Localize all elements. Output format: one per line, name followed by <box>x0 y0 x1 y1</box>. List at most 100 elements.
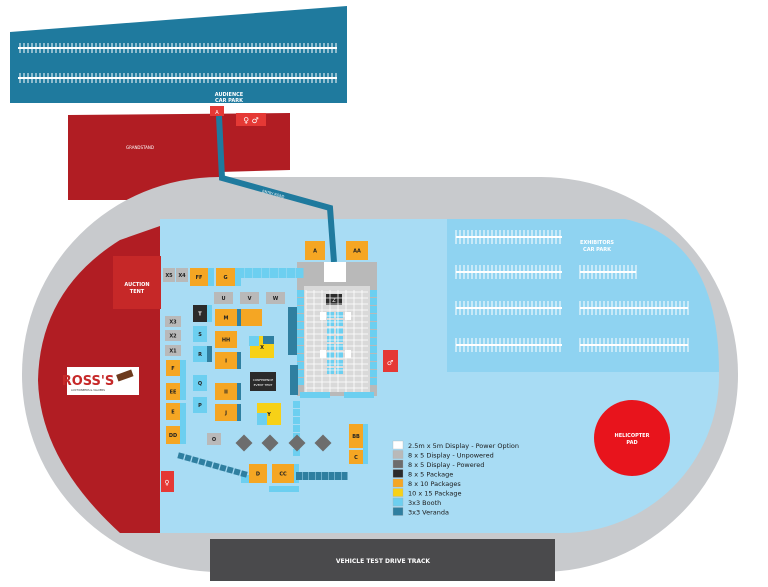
conference-tent-label-2: EVENT TENT <box>254 383 273 387</box>
zone-f-label: F <box>171 366 174 372</box>
grandstand-label: GRANDSTAND <box>126 145 154 150</box>
zone-q <box>193 375 207 391</box>
zone-e-label: E <box>171 410 175 416</box>
legend-label: 3x3 Veranda <box>408 509 449 517</box>
booth <box>295 268 304 278</box>
zone-u <box>214 292 233 304</box>
booth <box>300 392 330 398</box>
powered-display <box>235 434 253 452</box>
booth <box>336 344 343 350</box>
auction-tent-label-2: TENT <box>130 289 145 295</box>
display-site <box>320 312 326 320</box>
zone-ii-label: II <box>224 390 228 396</box>
booth <box>297 370 304 377</box>
booth <box>370 322 377 329</box>
legend-swatch <box>392 478 404 488</box>
zone-s <box>193 326 207 342</box>
zone-j-label: J <box>224 411 227 417</box>
zone-y-label: Y <box>266 412 271 418</box>
booth <box>297 330 304 337</box>
legend-swatch <box>392 488 404 497</box>
logo-main-text: ROSS'S <box>62 374 115 389</box>
veranda <box>290 365 298 395</box>
gavel-icon <box>116 369 134 382</box>
zone-gg <box>240 309 262 326</box>
booth <box>327 336 334 342</box>
veranda <box>184 454 192 462</box>
veranda <box>296 472 302 480</box>
zone-g-label: G <box>223 275 227 281</box>
zone-x1 <box>165 345 181 356</box>
zone-aa <box>346 241 368 260</box>
toilet-icon: ♂ <box>387 359 393 367</box>
zone-hh <box>215 331 237 348</box>
display-site <box>345 312 351 320</box>
powered-display <box>314 434 332 452</box>
veranda <box>302 472 309 480</box>
booth <box>370 362 377 369</box>
zone-o <box>207 433 221 445</box>
zone-a <box>305 241 325 260</box>
veranda <box>198 458 206 466</box>
legend-label: 8 x 5 Package <box>408 471 453 479</box>
zone-m <box>215 309 237 326</box>
veranda <box>219 464 227 472</box>
veranda <box>226 466 234 474</box>
booth <box>287 268 295 278</box>
booth <box>370 290 377 297</box>
booth <box>336 368 343 374</box>
zone-z <box>326 294 342 305</box>
powered-display <box>288 434 306 452</box>
zone-x2-label: X2 <box>169 334 177 340</box>
legend-label: 10 x 15 Package <box>408 490 462 498</box>
zone-aa-label: AA <box>353 249 361 255</box>
legend-label: 2.5m x 5m Display - Power Option <box>408 442 519 450</box>
legend: 2.5m x 5m Display - Power Option 8 x 5 Di… <box>392 440 519 517</box>
zone-i-label: I <box>225 359 227 365</box>
zone-cc-label: CC <box>279 472 287 478</box>
booth <box>336 320 343 326</box>
booth <box>253 268 261 278</box>
veranda <box>233 468 241 476</box>
booth <box>207 305 212 322</box>
toilet-block-carpark <box>236 113 266 126</box>
legend-label: 8 x 5 Display - Unpowered <box>408 452 494 460</box>
booth <box>297 338 304 345</box>
veranda <box>177 452 185 460</box>
zone-f <box>166 360 180 376</box>
gate-a-label: A <box>215 110 219 116</box>
booth <box>236 268 244 278</box>
conference-tent-label-1: CONFERENCE <box>253 378 274 382</box>
booth <box>370 314 377 321</box>
booth <box>370 298 377 305</box>
audience-car-park-label-1: AUDIENCE <box>215 92 244 98</box>
zone-j <box>215 404 237 421</box>
zone-dd-label: DD <box>169 433 177 439</box>
booth <box>180 360 186 400</box>
booth <box>270 268 278 278</box>
vehicle-test-drive-track <box>210 539 555 581</box>
booth <box>297 290 304 297</box>
veranda <box>288 307 297 355</box>
zone-t <box>193 305 207 322</box>
booth <box>327 360 334 366</box>
zone-x3-label: X3 <box>169 320 177 326</box>
booth <box>327 328 334 334</box>
booth <box>297 306 304 313</box>
zone-o-label: O <box>212 437 216 443</box>
booth <box>370 338 377 345</box>
zone-q-label: Q <box>198 381 202 387</box>
booth <box>370 330 377 337</box>
booth <box>297 346 304 353</box>
booth <box>370 378 377 385</box>
zone-cc <box>272 464 294 483</box>
toilet-icon: ♀ ♂ <box>243 116 259 125</box>
zone-m-label: M <box>224 316 229 322</box>
zone-i <box>215 352 237 369</box>
booth <box>237 383 241 400</box>
booth <box>336 312 343 318</box>
toilet-block-left <box>161 471 174 492</box>
zone-x5-label: X5 <box>165 273 173 279</box>
entry-road-label: ENTRY ROAD <box>262 189 285 199</box>
booth <box>278 268 287 278</box>
